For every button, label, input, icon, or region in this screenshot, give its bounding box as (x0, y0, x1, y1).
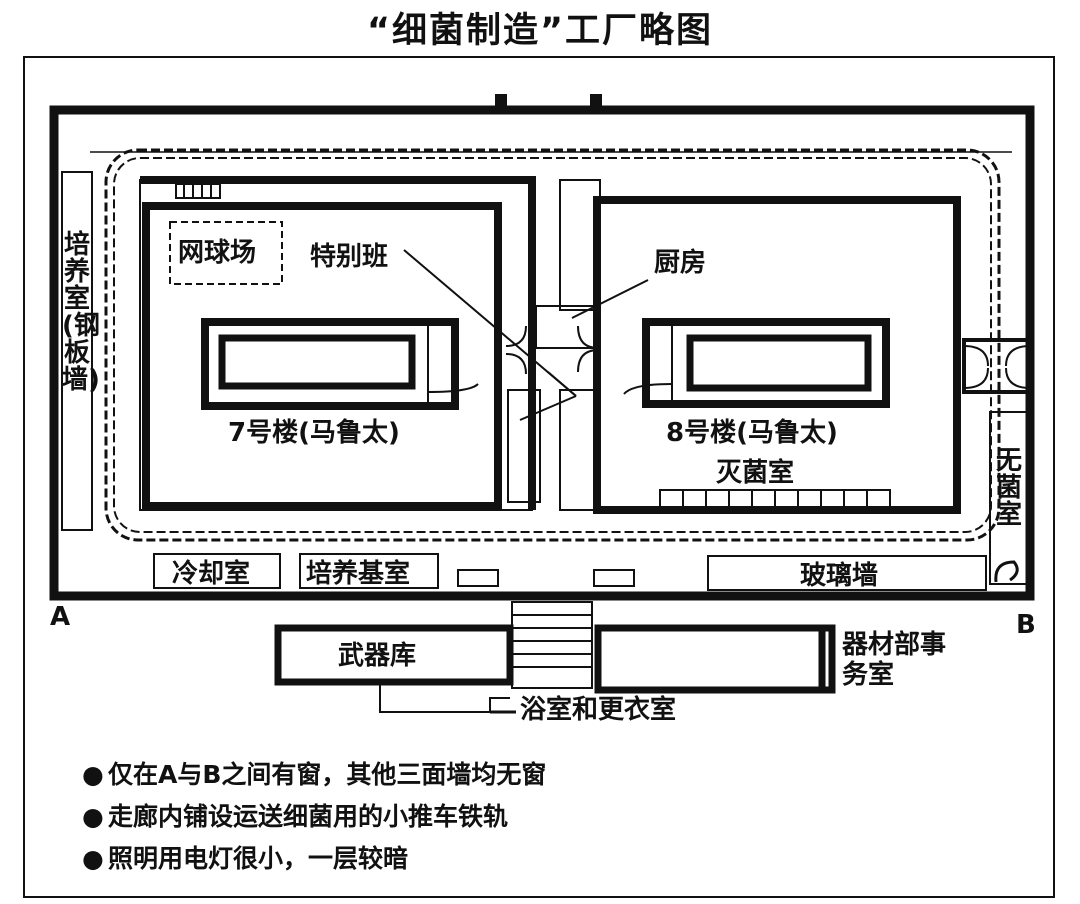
diagram-frame (23, 56, 1055, 898)
diagram-title: “细菌制造”工厂略图 (366, 11, 713, 51)
notes-list: ●仅在A与B之间有窗，其他三面墙均无窗 ●走廊内铺设运送细菌用的小推车铁轨 ●照… (82, 754, 546, 880)
leader-special-unit (403, 249, 577, 397)
culture-medium-room-label: 培养基室 (306, 559, 411, 589)
bath-room-outline (379, 684, 510, 713)
cooling-room-box (153, 553, 281, 589)
glass-wall-label: 玻璃墙 (800, 561, 879, 591)
note-item: ●仅在A与B之间有窗，其他三面墙均无窗 (82, 754, 546, 796)
point-a-label: A (50, 602, 71, 632)
bullet-icon: ● (82, 802, 104, 831)
culture-medium-room-box (299, 553, 439, 589)
building7-inner-wall (142, 202, 502, 510)
stairway (511, 601, 593, 689)
sterile-room-strip (989, 411, 1031, 585)
prisoner-block-7-inner (218, 334, 416, 390)
building7-label: 7号楼(马鲁太) (228, 418, 400, 448)
kitchen-box (535, 305, 601, 349)
rail-track-outer (104, 148, 1001, 542)
sterile-room-label: 无菌室 (995, 446, 1022, 530)
equipment-block (594, 624, 826, 694)
stair-hatch-7 (175, 183, 221, 199)
prisoner-block-8-inner (686, 334, 872, 392)
tennis-court-label: 网球场 (178, 238, 257, 268)
special-unit-label: 特别班 (310, 242, 389, 272)
building8-label: 8号楼(马鲁太) (666, 418, 838, 448)
bullet-icon: ● (82, 760, 104, 789)
point-b-label: B (1016, 610, 1036, 640)
note-item: ●照明用电灯很小，一层较暗 (82, 838, 546, 880)
entrance-post-right (590, 94, 602, 114)
rail-track-inner (113, 157, 992, 533)
cooling-room-label: 冷却室 (172, 559, 251, 589)
armory-label: 武器库 (338, 641, 417, 671)
bullet-icon: ● (82, 844, 104, 873)
kitchen-label: 厨房 (654, 248, 707, 278)
culture-room-panel (61, 171, 93, 531)
tennis-court-outline (169, 221, 283, 285)
leader-kitchen (571, 279, 649, 319)
prisoner-block-7-outer (201, 318, 459, 410)
glass-wall-box (707, 555, 987, 591)
building8-block (593, 196, 961, 514)
culture-room-label: 培养室(钢板墙) (62, 230, 100, 395)
entrance-post-left (495, 94, 507, 114)
note-text: 照明用电灯很小，一层较暗 (108, 844, 409, 873)
armory-block (274, 624, 514, 686)
bath-changing-room-label: 浴室和更衣室 (520, 695, 677, 725)
note-text: 走廊内铺设运送细菌用的小推车铁轨 (108, 802, 509, 831)
prisoner-block-8-outer (642, 318, 890, 408)
note-item: ●走廊内铺设运送细菌用的小推车铁轨 (82, 796, 546, 838)
building7-block (139, 179, 533, 511)
note-text: 仅在A与B之间有窗，其他三面墙均无窗 (108, 760, 547, 789)
sterilization-room-label: 灭菌室 (716, 458, 795, 488)
equipment-office-label: 器材部事务室 (842, 630, 947, 690)
right-door-box (962, 338, 1032, 394)
